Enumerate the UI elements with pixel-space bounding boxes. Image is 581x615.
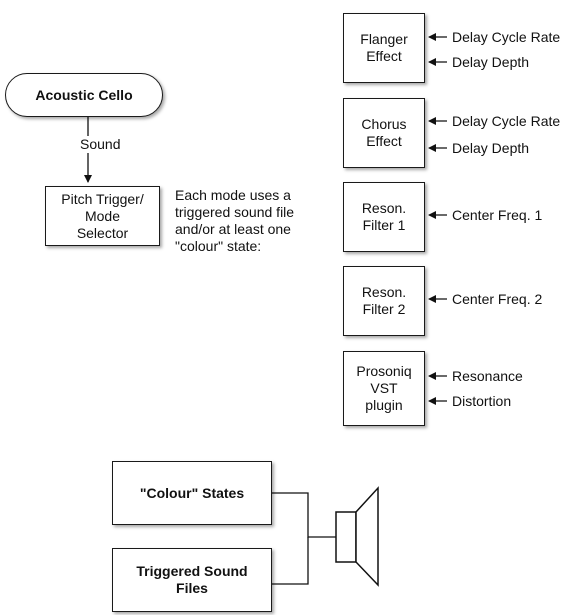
flanger-param-delay-cycle-rate: Delay Cycle Rate [452, 29, 561, 45]
chorus-param-delay-depth: Delay Depth [452, 140, 530, 156]
flanger-param-delay-depth: Delay Depth [452, 54, 530, 70]
prosoniq-vst-plugin-label: Prosoniq VST plugin [356, 363, 412, 413]
sound-edge-label: Sound [78, 136, 123, 153]
reson-filter-1-label: Reson. Filter 1 [361, 200, 407, 233]
filter1-param-center-freq: Center Freq. 1 [452, 207, 543, 223]
acoustic-cello-label: Acoustic Cello [35, 87, 133, 103]
colour-states-connector [272, 492, 336, 538]
mode-note: Each mode uses a triggered sound file an… [175, 187, 295, 254]
reson-filter-2-label: Reson. Filter 2 [361, 284, 407, 317]
vst-param-resonance: Resonance [452, 368, 523, 384]
colour-states-node: "Colour" States [112, 461, 272, 525]
filter2-param-center-freq: Center Freq. 2 [452, 291, 543, 307]
flanger-effect-node: Flanger Effect [343, 13, 425, 83]
chorus-param-delay-cycle-rate: Delay Cycle Rate [452, 113, 561, 129]
colour-states-label: "Colour" States [139, 484, 245, 501]
flanger-effect-label: Flanger Effect [360, 31, 408, 64]
reson-filter-2-node: Reson. Filter 2 [343, 266, 425, 336]
reson-filter-1-node: Reson. Filter 1 [343, 182, 425, 252]
triggered-sound-files-node: Triggered Sound Files [112, 548, 272, 612]
acoustic-cello-node: Acoustic Cello [5, 73, 163, 117]
pitch-trigger-selector-node: Pitch Trigger/ Mode Selector [45, 186, 160, 246]
prosoniq-vst-plugin-node: Prosoniq VST plugin [343, 351, 425, 426]
chorus-effect-node: Chorus Effect [343, 98, 425, 168]
pitch-trigger-selector-label: Pitch Trigger/ Mode Selector [61, 190, 144, 241]
speaker-icon [335, 486, 379, 587]
triggered-files-connector [272, 537, 309, 585]
chorus-effect-label: Chorus Effect [361, 116, 407, 149]
vst-param-distortion: Distortion [452, 393, 512, 409]
triggered-sound-files-label: Triggered Sound Files [136, 563, 248, 596]
